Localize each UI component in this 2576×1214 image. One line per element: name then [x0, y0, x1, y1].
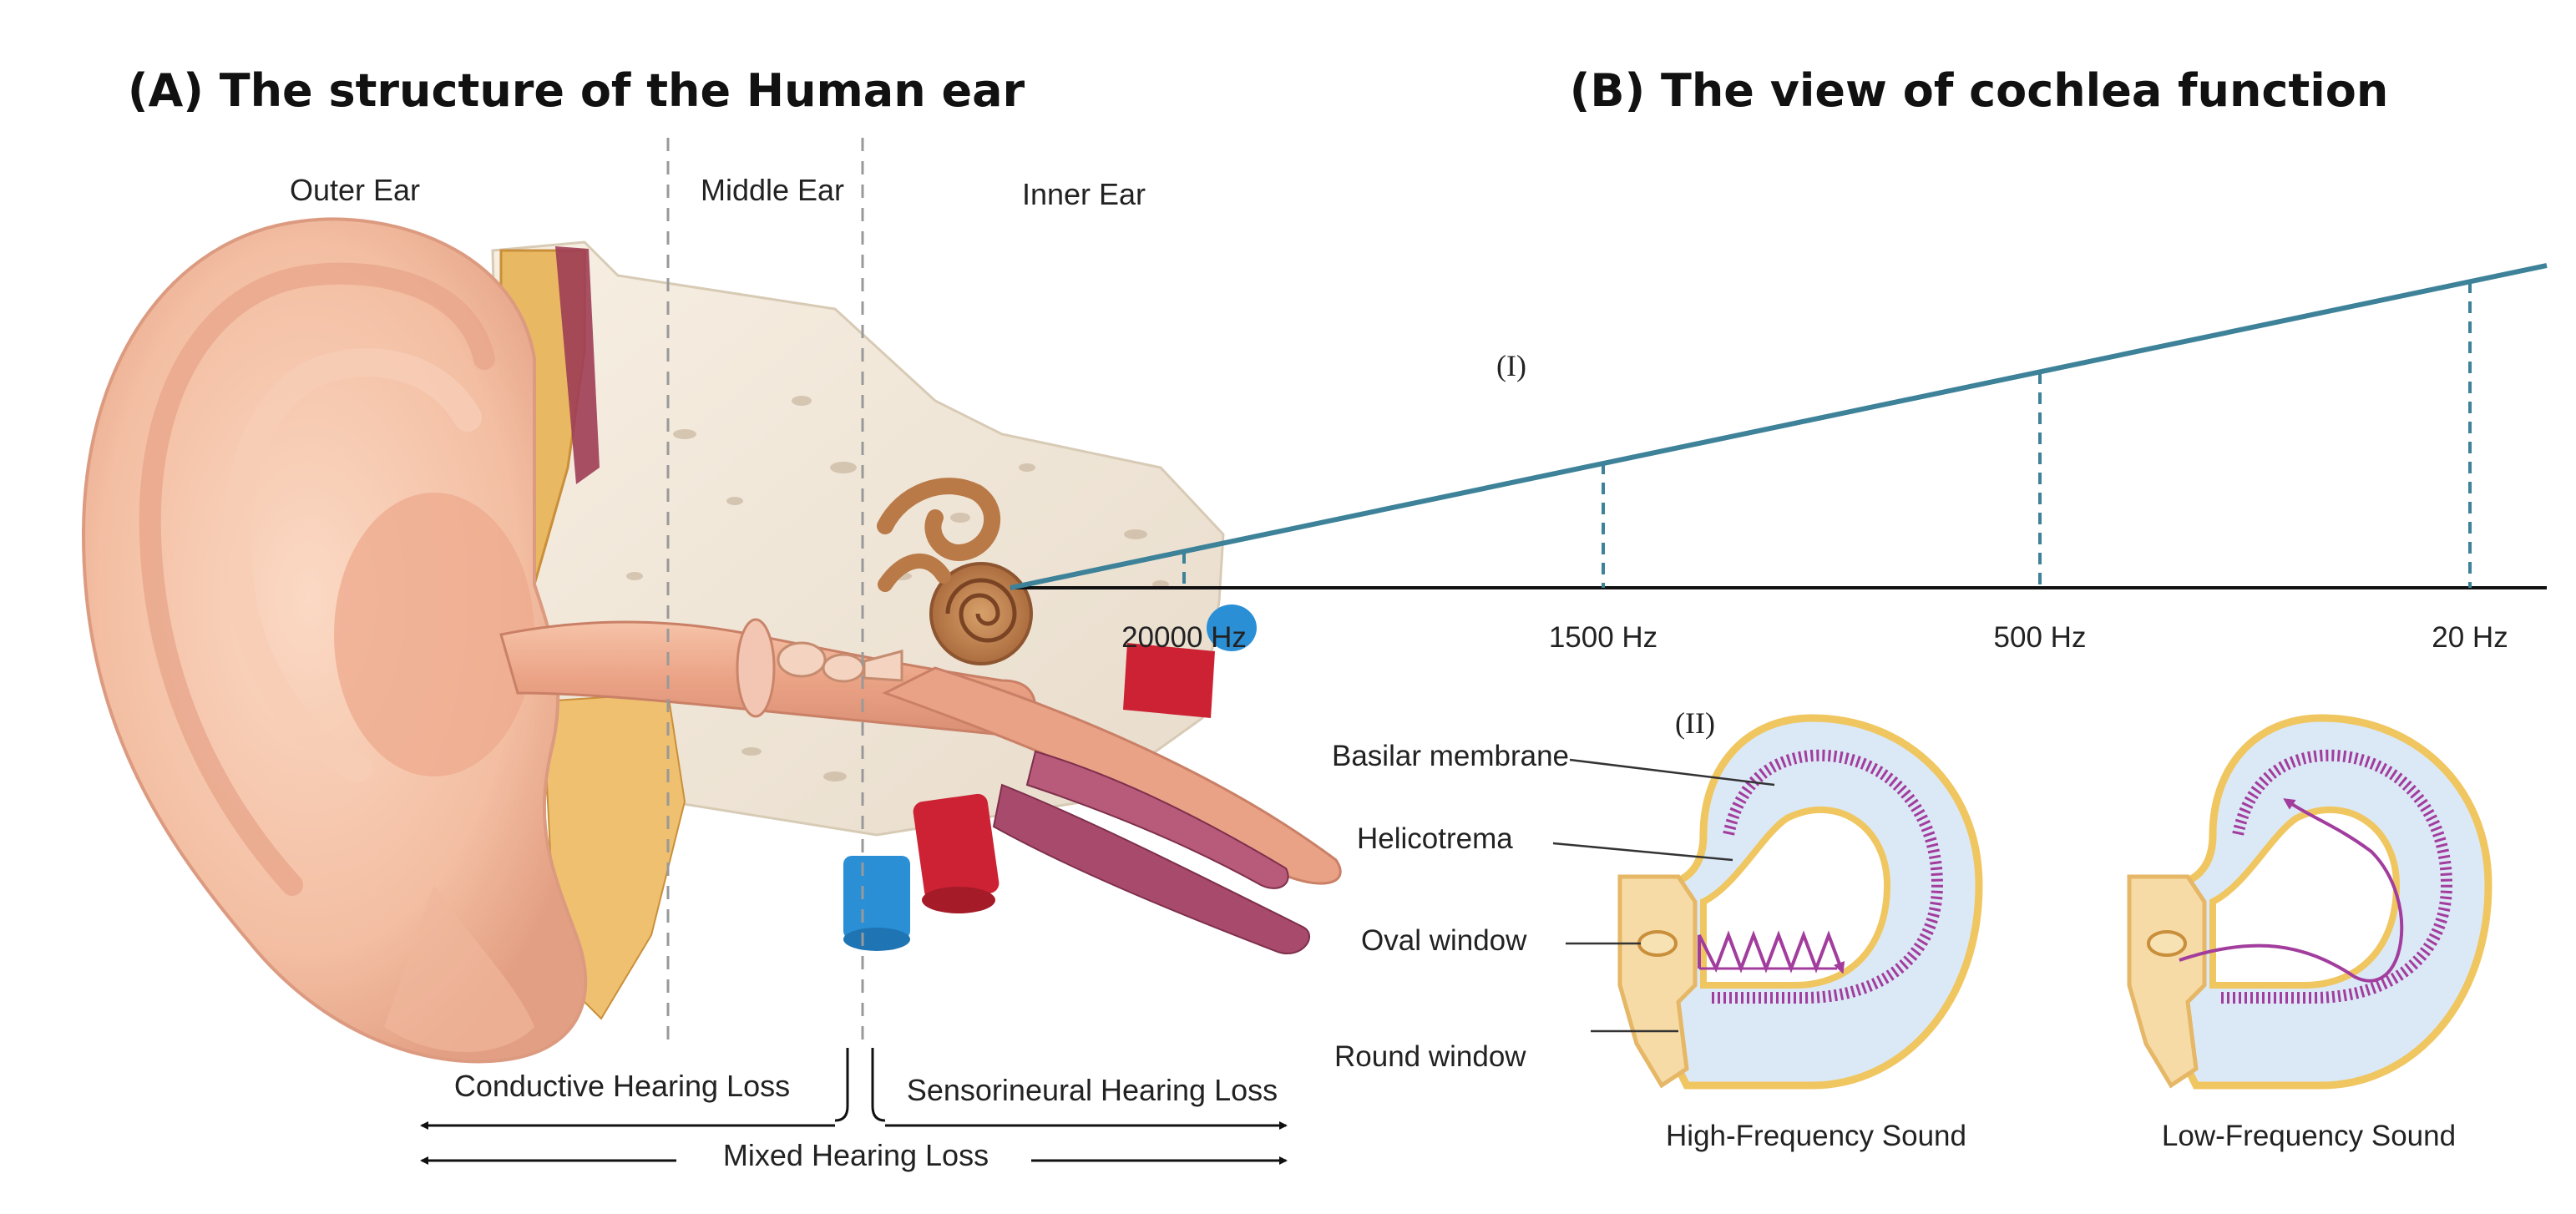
basilar-membrane-width-line [1010, 263, 2548, 590]
panel-b-title: (B) The view of cochlea function [1570, 64, 2389, 117]
pinna-antihelix [222, 348, 482, 782]
vessel-red-upper [1123, 643, 1215, 718]
ear-anatomy-illustration [81, 217, 1342, 1064]
inner-ear-cochlea [877, 478, 1033, 665]
muscle-strip [555, 246, 600, 484]
middle-ear-label: Middle Ear [701, 173, 844, 207]
freq-label-1500: 1500 Hz [1549, 621, 1657, 654]
freq-label-20: 20 Hz [2432, 621, 2508, 654]
cochlea-high-frequency [1617, 714, 1983, 1090]
oval-window-high [1637, 930, 1678, 957]
basilar-membrane-leader [1569, 758, 1775, 787]
frequency-map: 20000 Hz 1500 Hz 500 Hz 20 Hz [1010, 263, 2548, 654]
cochlea-low-inner-gap [2209, 807, 2401, 989]
sensorineural-loss-label: Sensorineural Hearing Loss [907, 1073, 1278, 1107]
vein-tube-lower [843, 856, 910, 939]
helicotrema-label: Helicotrema [1357, 822, 1513, 855]
artery-tube-end [922, 887, 995, 913]
conductive-loss-label: Conductive Hearing Loss [454, 1069, 790, 1103]
helicotrema-leader [1552, 842, 1733, 862]
cochlea-high-inner-gap [1700, 807, 1891, 989]
vein-tube-end [843, 928, 910, 951]
low-frequency-wave [2179, 798, 2404, 983]
eardrum [736, 618, 776, 718]
oval-window-low [2147, 930, 2187, 957]
part-two-label: (II) [1675, 706, 1715, 740]
muscle-bundle-2 [1025, 750, 1289, 889]
cochlea-low-bone [2127, 874, 2207, 1089]
loss-bracket [834, 1048, 886, 1122]
cochlea-high-bone [1617, 874, 1698, 1089]
vessel-blue-upper [1207, 604, 1257, 651]
round-window-label: Round window [1334, 1040, 1526, 1073]
panel-a-title: (A) The structure of the Human ear [128, 64, 1025, 117]
freq-label-20000: 20000 Hz [1121, 621, 1247, 654]
oval-window-label: Oval window [1361, 924, 1527, 957]
outer-ear-label: Outer Ear [290, 173, 420, 207]
earlobe [384, 885, 534, 1052]
low-frequency-caption: Low-Frequency Sound [2162, 1120, 2456, 1152]
pinna-helix-fold [139, 262, 495, 896]
part-one-label: (I) [1496, 349, 1526, 382]
cochlea-low-frequency [2127, 714, 2492, 1090]
basilar-membrane-label: Basilar membrane [1332, 740, 1569, 772]
ossicles [777, 641, 903, 683]
mixed-loss-label: Mixed Hearing Loss [723, 1138, 989, 1172]
muscle-bundle [992, 783, 1311, 954]
high-frequency-caption: High-Frequency Sound [1666, 1120, 1966, 1152]
artery-tube-lower [913, 793, 1000, 902]
inner-ear-label: Inner Ear [1022, 177, 1146, 211]
freq-label-500: 500 Hz [1994, 621, 2087, 654]
concha [334, 493, 534, 776]
